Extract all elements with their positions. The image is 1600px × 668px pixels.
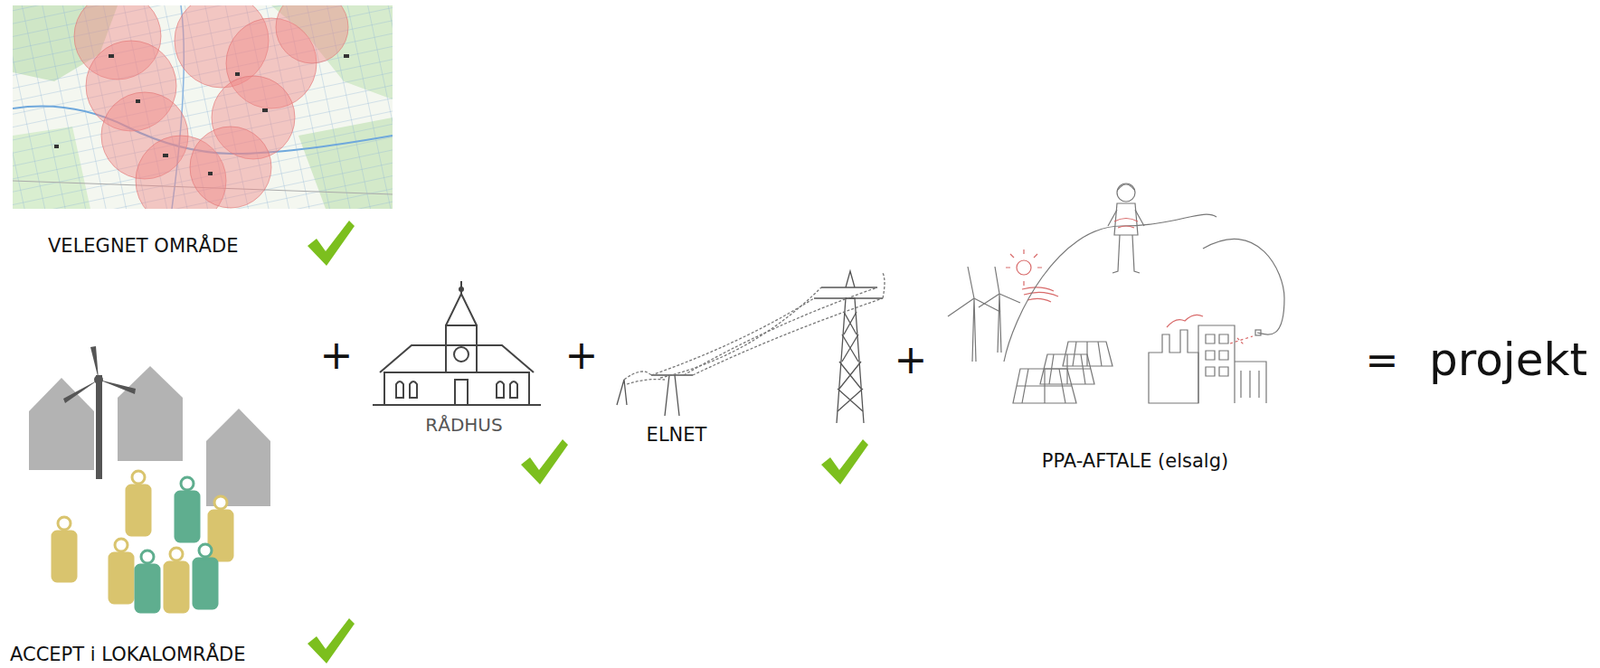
power-grid-icon — [616, 271, 885, 424]
equals-sign: = — [1365, 340, 1400, 381]
check-mark — [520, 439, 569, 485]
plus-sign: + — [894, 340, 928, 380]
check-mark — [307, 220, 355, 266]
icon-label: ELNET — [646, 426, 708, 445]
icon-label: RÅDHUS — [425, 416, 502, 435]
result-label: projekt — [1429, 337, 1588, 383]
plus-sign: + — [565, 335, 599, 376]
area-map — [12, 5, 393, 209]
ppa-icon — [947, 183, 1285, 404]
town-hall-icon — [372, 281, 541, 406]
plus-sign: + — [320, 335, 354, 376]
check-mark — [821, 439, 869, 485]
icon-label: PPA-AFTALE (elsalg) — [1041, 452, 1229, 472]
area-label: ACCEPT i LOKALOMRÅDE — [9, 645, 247, 665]
village-icon — [28, 346, 271, 613]
check-mark — [307, 618, 355, 664]
area-label: VELEGNET OMRÅDE — [47, 236, 238, 256]
